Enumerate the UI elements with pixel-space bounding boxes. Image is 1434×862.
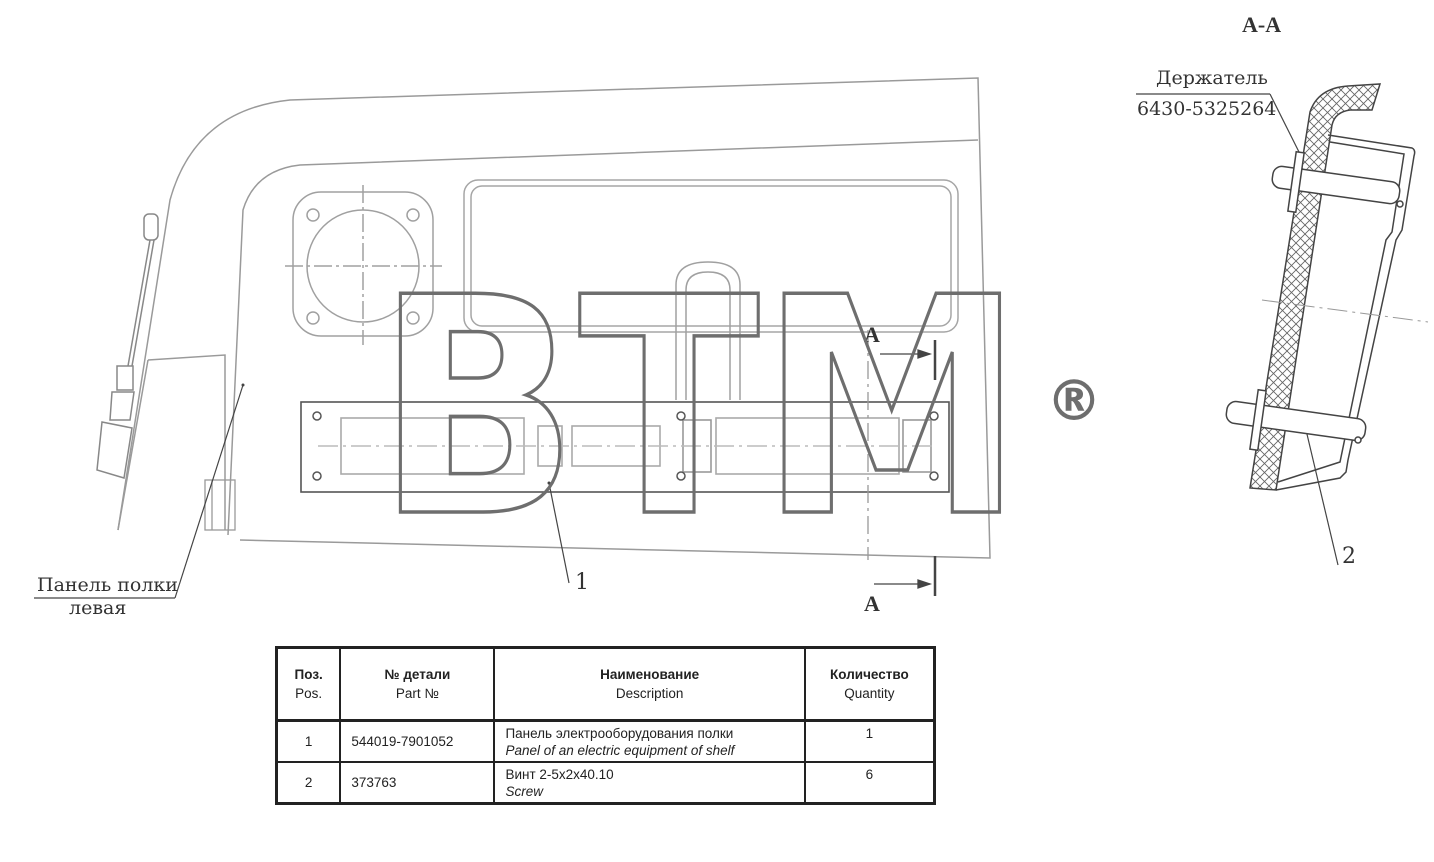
section-mark-lower: A xyxy=(864,591,880,616)
shelf-panel-label-line2: левая xyxy=(69,597,126,619)
leader-lines xyxy=(34,93,1339,599)
row-part: 373763 xyxy=(339,761,496,805)
technical-drawing: A A А-А Держатель 6430-5325264 Панель по… xyxy=(34,12,1429,619)
section-title: А-А xyxy=(1242,12,1281,37)
handle xyxy=(675,261,741,400)
callout-1: 1 xyxy=(575,570,589,595)
watermark: BTM ® xyxy=(374,232,1102,585)
row-qty: 6 xyxy=(803,761,936,805)
table-row: 1 544019-7901052 Панель электрооборудова… xyxy=(275,719,936,763)
watermark-text: BTM xyxy=(376,234,1024,583)
antenna xyxy=(96,213,159,479)
leader-dot-shelf xyxy=(241,383,245,387)
row-pos: 2 xyxy=(275,761,342,805)
callout-2: 2 xyxy=(1342,544,1356,569)
row-pos: 1 xyxy=(275,719,342,763)
shelf-panel-label-line1: Панель полки xyxy=(37,574,178,596)
row-part: 544019-7901052 xyxy=(339,719,496,763)
leader-dot-panel xyxy=(547,481,551,485)
section-view xyxy=(1225,83,1429,491)
watermark-registered: ® xyxy=(1046,369,1102,434)
shelf-outline xyxy=(117,77,991,559)
holder-name-label: Держатель xyxy=(1156,67,1268,89)
speaker xyxy=(285,185,442,345)
electric-panel xyxy=(300,401,950,493)
row-qty: 1 xyxy=(803,719,936,763)
header-pos: Поз.Pos. xyxy=(275,646,342,722)
holder-part-label: 6430-5325264 xyxy=(1137,98,1276,120)
display-frame xyxy=(463,179,959,333)
section-mark-upper: A xyxy=(864,322,880,347)
section-cut-line xyxy=(867,330,937,596)
panel-screws xyxy=(312,411,939,481)
